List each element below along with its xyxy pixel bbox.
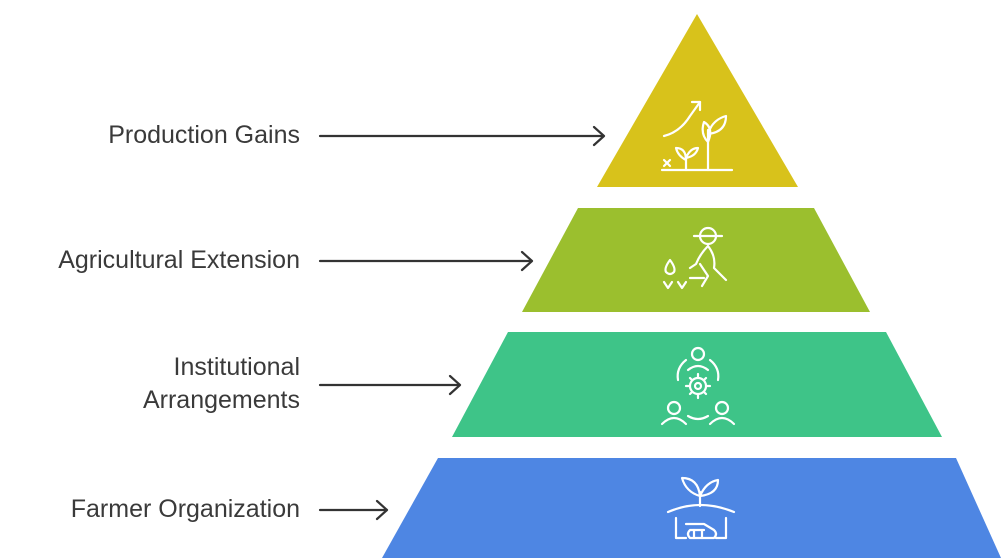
people-network-gear-icon bbox=[660, 346, 736, 426]
pyramid-tier-production-gains bbox=[597, 14, 798, 187]
arrow-institutional-arrangements bbox=[318, 374, 462, 396]
growth-chart-plant-icon bbox=[660, 100, 734, 172]
label-line: Farmer Organization bbox=[70, 495, 300, 523]
label-line: Production Gains bbox=[108, 121, 300, 149]
pyramid-tier-institutional-arrangements bbox=[452, 332, 942, 437]
label-institutional-arrangements: Institutional Arrangements bbox=[143, 351, 300, 417]
label-production-gains: Production Gains bbox=[108, 119, 300, 152]
pyramid-tier-agricultural-extension bbox=[522, 208, 870, 312]
farmer-planting-icon bbox=[662, 226, 728, 290]
pyramid-tier-farmer-organization bbox=[382, 458, 1001, 558]
arrow-production-gains bbox=[318, 125, 606, 147]
label-line: Institutional bbox=[173, 353, 300, 381]
handshake-sprout-icon bbox=[666, 476, 736, 540]
label-line: Arrangements bbox=[142, 386, 300, 414]
label-line: Agricultural Extension bbox=[58, 246, 300, 274]
label-agricultural-extension: Agricultural Extension bbox=[58, 244, 300, 277]
label-farmer-organization: Farmer Organization bbox=[71, 493, 300, 526]
arrow-farmer-organization bbox=[318, 499, 389, 521]
arrow-agricultural-extension bbox=[318, 250, 534, 272]
